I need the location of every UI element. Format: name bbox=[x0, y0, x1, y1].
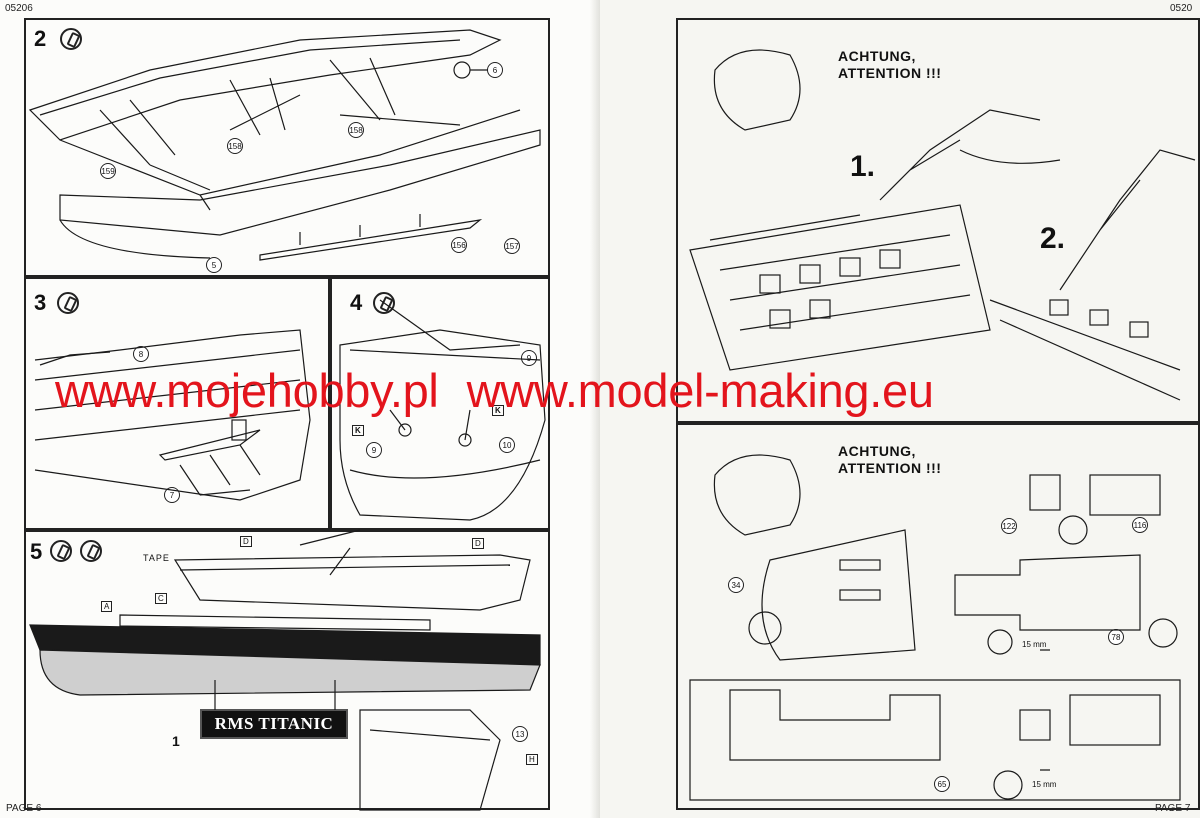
part-callout: 78 bbox=[1108, 629, 1124, 645]
tape-label: TAPE bbox=[143, 553, 170, 563]
page-footer: PAGE 6 bbox=[6, 803, 42, 814]
page-code: 0520 bbox=[1170, 3, 1193, 14]
warning-panel-bottom bbox=[676, 423, 1200, 810]
glue-tube-icon bbox=[373, 292, 395, 314]
part-callout: 156 bbox=[451, 237, 467, 253]
glue-tube-icon bbox=[50, 540, 72, 562]
part-callout: 158 bbox=[227, 138, 243, 154]
sequence-step: 2. bbox=[1040, 222, 1066, 255]
step-number: 2 bbox=[34, 26, 47, 51]
marker-B: B bbox=[100, 684, 112, 695]
part-callout: 8 bbox=[133, 346, 149, 362]
part-callout: 13 bbox=[512, 726, 528, 742]
sequence-step: 1. bbox=[850, 150, 876, 183]
marker-C: C bbox=[155, 593, 167, 604]
part-callout: 157 bbox=[504, 238, 520, 254]
part-callout: 34 bbox=[728, 577, 744, 593]
marker-H: H bbox=[526, 754, 538, 765]
marker-A: A bbox=[101, 601, 113, 612]
step-2-panel bbox=[24, 18, 550, 277]
measurement: 15 mm bbox=[1022, 640, 1047, 649]
part-callout: 9 bbox=[366, 442, 382, 458]
step-5-panel bbox=[24, 530, 550, 810]
part-callout: 5 bbox=[206, 257, 222, 273]
glue-tube-icon bbox=[57, 292, 79, 314]
warning-text: ACHTUNG,ATTENTION !!! bbox=[838, 443, 942, 476]
brush-icon bbox=[80, 540, 102, 562]
step-number: 4 bbox=[350, 290, 363, 315]
marker-D: D bbox=[472, 538, 484, 549]
warning-text: ACHTUNG,ATTENTION !!! bbox=[838, 48, 942, 81]
part-callout: 116 bbox=[1132, 517, 1148, 533]
part-callout: 158 bbox=[348, 122, 364, 138]
page-code: 05206 bbox=[5, 3, 33, 14]
part-callout: 6 bbox=[487, 62, 503, 78]
step-number: 5 bbox=[30, 539, 43, 564]
part-callout: 122 bbox=[1001, 518, 1017, 534]
part-callout: 159 bbox=[100, 163, 116, 179]
part-callout: 10 bbox=[499, 437, 515, 453]
part-callout: 7 bbox=[164, 487, 180, 503]
measurement: 15 mm bbox=[1032, 780, 1057, 789]
part-number: 1 bbox=[172, 733, 180, 749]
nameplate-decal: RMS TITANIC bbox=[200, 709, 348, 739]
marker-K: K bbox=[352, 425, 364, 436]
step-4-panel bbox=[330, 277, 550, 530]
glue-tube-icon bbox=[60, 28, 82, 50]
marker-D: D bbox=[240, 536, 252, 547]
step-number: 3 bbox=[34, 290, 47, 315]
part-callout: 65 bbox=[934, 776, 950, 792]
warning-panel-top bbox=[676, 18, 1200, 423]
step-3-panel bbox=[24, 277, 330, 530]
